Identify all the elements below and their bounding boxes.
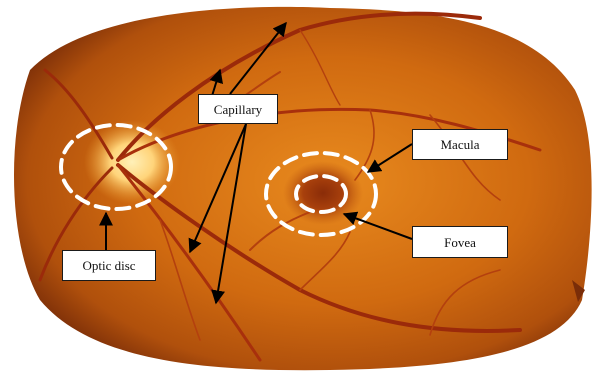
capillary-label: Capillary — [198, 94, 278, 124]
macula-label: Macula — [412, 129, 508, 160]
optic-disc-label: Optic disc — [62, 250, 156, 281]
fundus-image — [14, 7, 592, 370]
fovea-label: Fovea — [412, 226, 508, 258]
